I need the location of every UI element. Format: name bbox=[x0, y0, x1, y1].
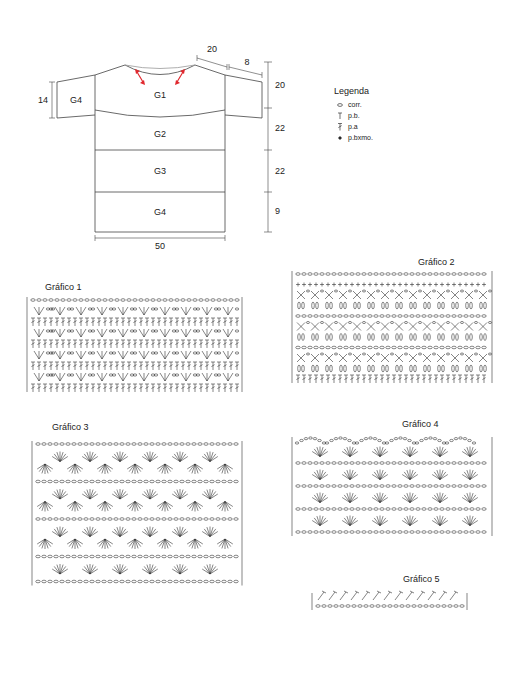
legend-symbol bbox=[338, 124, 342, 131]
stitch-symbols bbox=[312, 591, 467, 610]
section-label: G2 bbox=[154, 129, 166, 140]
garment-schematic bbox=[49, 55, 272, 241]
neck-back-line bbox=[125, 65, 195, 69]
stitch-symbols bbox=[32, 441, 242, 586]
chart-title: Gráfico 2 bbox=[418, 257, 455, 268]
garment-section: G4 bbox=[58, 90, 94, 110]
stitch-chart bbox=[292, 437, 492, 536]
dimension-label: 8 bbox=[244, 57, 249, 68]
red-arrow bbox=[175, 69, 185, 85]
stitch-chart bbox=[312, 591, 467, 610]
legend-symbols bbox=[338, 104, 343, 140]
sleeve-seam bbox=[95, 75, 225, 115]
dimension-label: 20 bbox=[207, 44, 217, 55]
dimension-line bbox=[95, 235, 225, 241]
red-arrow bbox=[135, 69, 185, 85]
section-label: G4 bbox=[70, 95, 82, 106]
chart-title: Gráfico 1 bbox=[45, 282, 82, 293]
legend-symbol bbox=[339, 137, 342, 140]
chart-title: Gráfico 3 bbox=[52, 422, 89, 433]
dimension-label: 20 bbox=[275, 80, 285, 91]
chart-title: Gráfico 4 bbox=[402, 419, 439, 430]
legend-entry: corr. bbox=[348, 100, 362, 109]
dimension-label: 50 bbox=[155, 241, 165, 252]
legend-symbol bbox=[338, 113, 342, 119]
stitch-charts bbox=[27, 271, 492, 610]
dimension-label: 22 bbox=[275, 123, 285, 134]
dimension-label: 9 bbox=[275, 206, 280, 217]
dimension-label: 14 bbox=[38, 95, 48, 106]
dimension-line bbox=[197, 55, 227, 70]
stitch-symbols bbox=[292, 437, 492, 536]
legend-entry: p.bxmo. bbox=[348, 133, 373, 142]
legend-title: Legenda bbox=[334, 86, 369, 97]
dimension-line bbox=[49, 82, 55, 118]
stitch-symbols bbox=[27, 297, 242, 392]
stitch-chart bbox=[32, 441, 242, 586]
legend-symbol bbox=[338, 104, 343, 107]
legend-entry: p.a bbox=[348, 122, 358, 131]
garment-section: G3 bbox=[96, 153, 224, 190]
section-label: G3 bbox=[154, 166, 166, 177]
garment-section: G2 bbox=[96, 120, 224, 148]
garment-section: G1 bbox=[110, 86, 210, 104]
section-label: G1 bbox=[154, 90, 166, 101]
red-arrow bbox=[177, 72, 183, 82]
legend-entry: p.b. bbox=[348, 111, 360, 120]
garment-section: G4 bbox=[96, 194, 224, 230]
stitch-chart bbox=[292, 271, 492, 383]
band-line bbox=[95, 150, 225, 192]
red-arrow bbox=[137, 72, 143, 82]
section-label: G4 bbox=[154, 207, 166, 218]
yoke-line bbox=[95, 110, 225, 117]
chart-title: Gráfico 5 bbox=[403, 574, 440, 585]
red-arrow bbox=[135, 69, 145, 85]
dimension-line bbox=[264, 62, 272, 232]
stitch-chart bbox=[27, 297, 242, 392]
dimension-label: 22 bbox=[275, 166, 285, 177]
garment-outline bbox=[57, 65, 262, 232]
stitch-symbols bbox=[292, 271, 492, 383]
